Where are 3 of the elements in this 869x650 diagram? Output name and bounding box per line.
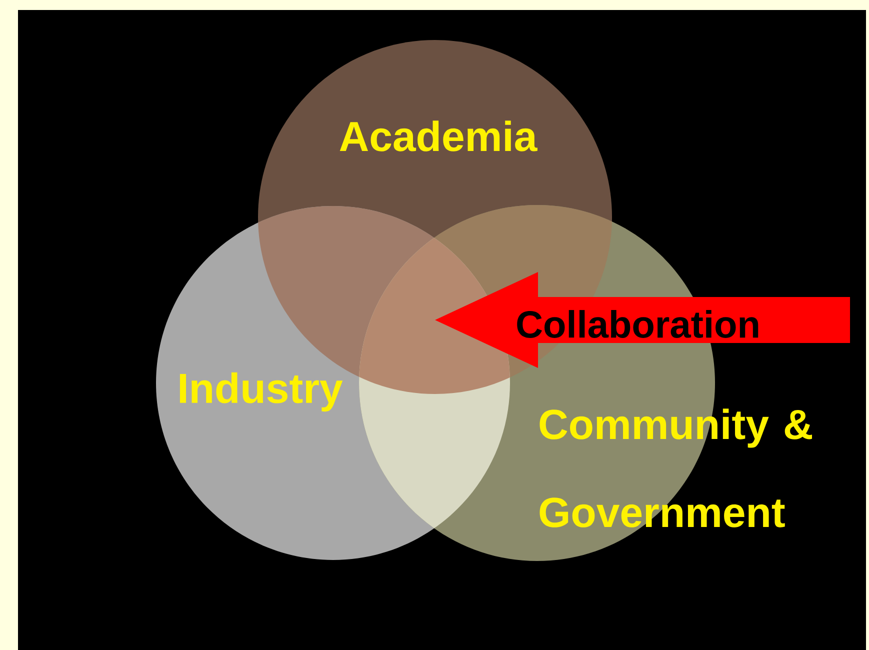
arrow-banner: Collaboration: [435, 272, 850, 368]
circle-label: Academia: [340, 120, 538, 152]
circle-label: Industry: [180, 372, 343, 412]
